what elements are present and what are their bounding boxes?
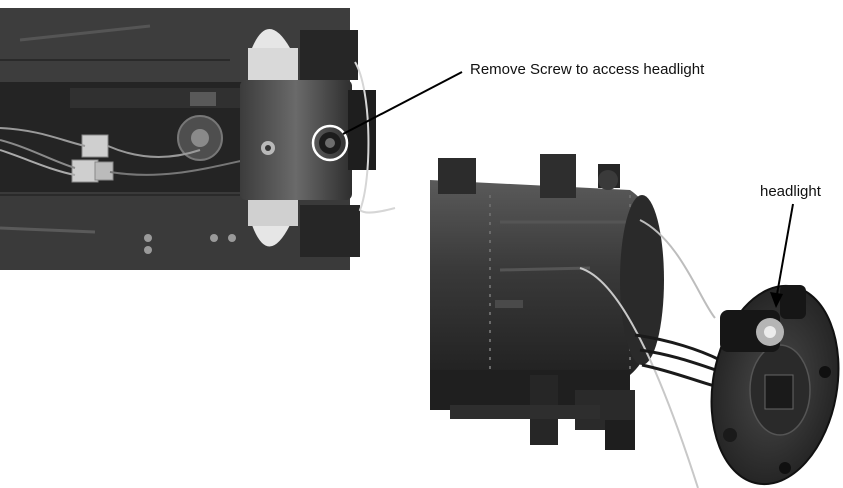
- boiler-photo: [430, 154, 840, 488]
- chassis-photo: [0, 8, 396, 270]
- headlight-callout: headlight: [760, 183, 821, 200]
- remove-screw-callout: Remove Screw to access headlight: [470, 61, 705, 78]
